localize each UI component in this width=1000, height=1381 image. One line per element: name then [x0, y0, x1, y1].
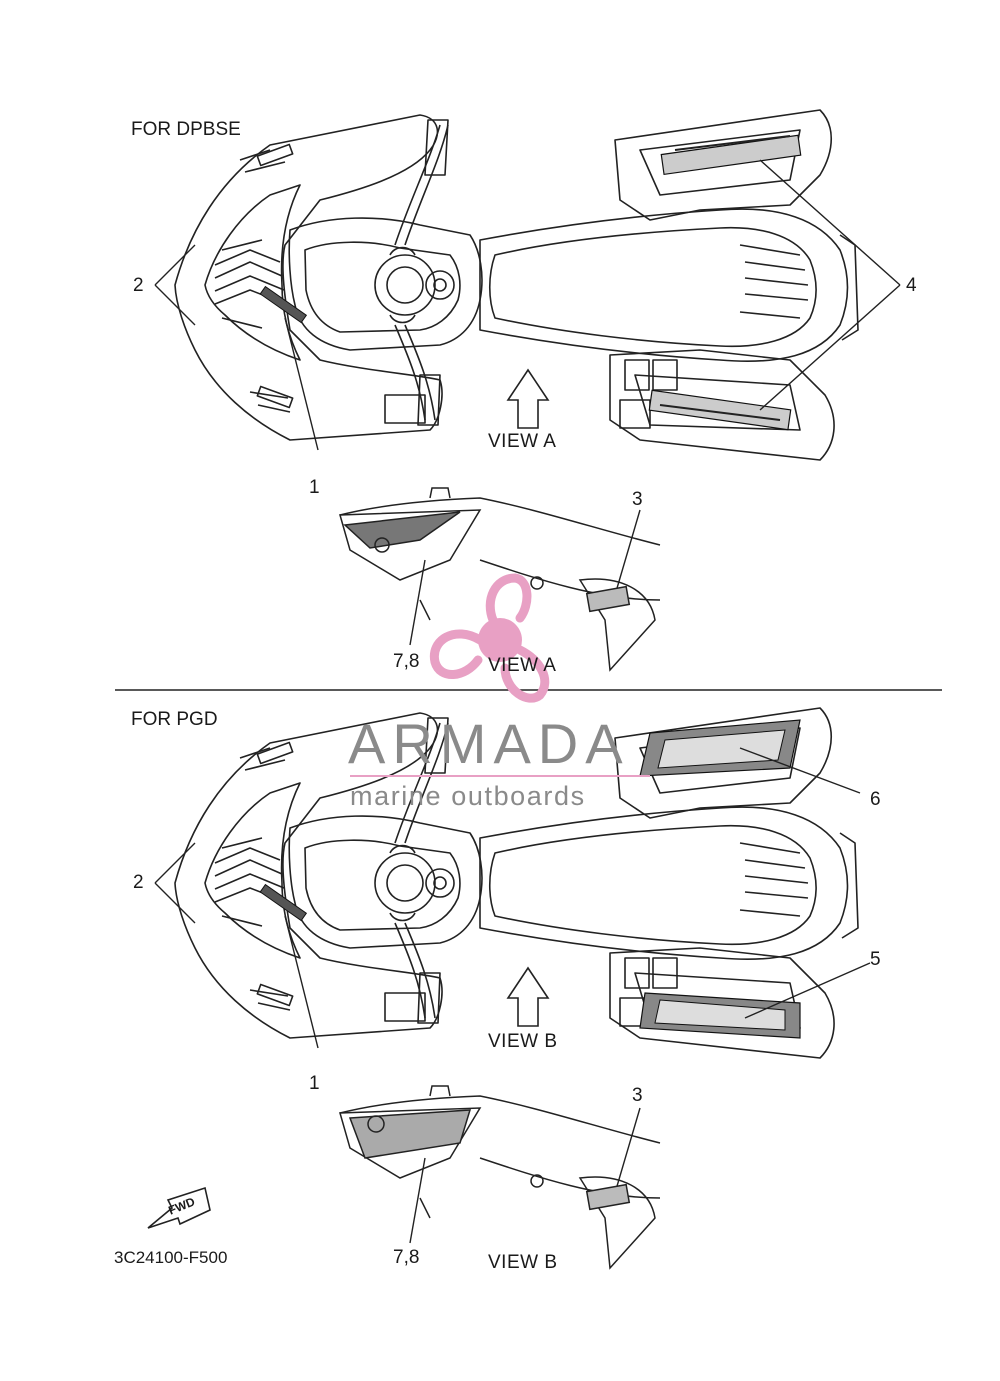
callout-3-a: 3	[632, 489, 643, 510]
callout-2-a: 2	[133, 275, 144, 296]
section-header-pgd: FOR PGD	[131, 709, 218, 730]
view-a-label-side: VIEW A	[488, 655, 557, 676]
callout-4: 4	[906, 275, 917, 296]
leader-lines-a	[154, 159, 901, 646]
view-b-arrow	[506, 966, 550, 1027]
decal-5	[639, 992, 801, 1039]
atv-top-view-dpbse	[154, 109, 901, 646]
fwd-arrow-icon	[147, 1186, 211, 1229]
decal-4-bottom	[648, 389, 792, 431]
callout-5: 5	[870, 949, 881, 970]
atv-side-view-a	[339, 487, 661, 672]
atv-side-view-b	[339, 1085, 661, 1270]
callout-1-b: 1	[309, 1073, 320, 1094]
callout-1-a: 1	[309, 477, 320, 498]
callout-6: 6	[870, 789, 881, 810]
view-a-arrow	[506, 368, 550, 429]
view-b-label-top: VIEW B	[488, 1031, 558, 1052]
view-a-label-top: VIEW A	[488, 431, 557, 452]
armada-propeller-logo	[429, 573, 550, 703]
callout-7-8-a: 7,8	[393, 651, 420, 672]
watermark-subtitle: marine outboards	[350, 781, 586, 811]
decal-1	[259, 285, 308, 324]
callout-7-8-b: 7,8	[393, 1247, 420, 1268]
part-code: 3C24100-F500	[114, 1248, 228, 1267]
watermark-title: ARMADA	[348, 712, 630, 775]
atv-top-view-pgd	[154, 707, 871, 1244]
decal-3-b	[585, 1183, 631, 1211]
callout-2-b: 2	[133, 872, 144, 893]
decal-1-b	[259, 883, 308, 922]
decal-3-a	[585, 585, 631, 613]
section-header-dpbse: FOR DPBSE	[131, 119, 241, 140]
callout-3-b: 3	[632, 1085, 643, 1106]
view-b-label-side: VIEW B	[488, 1252, 558, 1273]
leader-lines-b	[154, 747, 871, 1244]
decal-4-top	[660, 134, 802, 176]
decal-6	[639, 719, 801, 777]
